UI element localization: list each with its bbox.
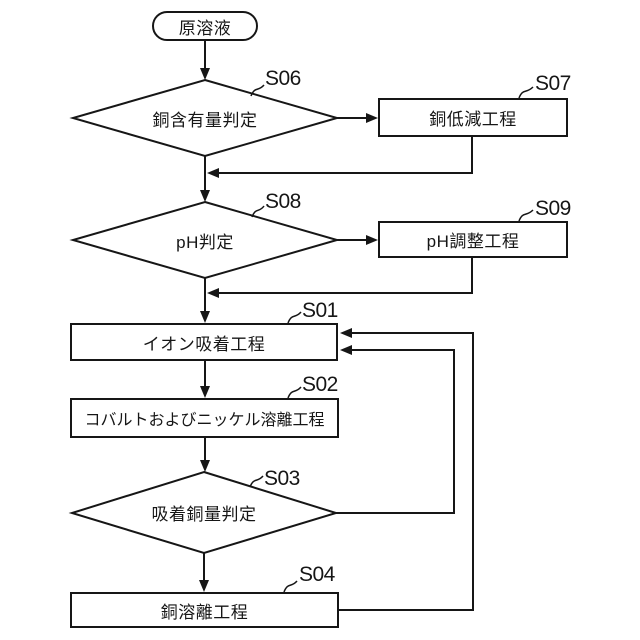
process-cobalt-nickel-elution: コバルトおよびニッケル溶離工程 bbox=[70, 398, 339, 438]
leader-s03 bbox=[249, 475, 264, 488]
arrowhead-s06-to-s08 bbox=[200, 190, 210, 202]
decision-ph-shape bbox=[69, 200, 341, 280]
process-copper-reduction: 銅低減工程 bbox=[378, 98, 568, 137]
arrowhead-s09-return bbox=[207, 288, 219, 298]
arrowhead-start-to-s06 bbox=[200, 68, 210, 80]
arrowhead-s08-to-s01 bbox=[200, 311, 210, 323]
leader-s02 bbox=[287, 386, 302, 399]
arrowhead-s08-to-s09 bbox=[366, 235, 378, 245]
step-tag-s01: S01 bbox=[302, 299, 338, 322]
decision-adsorbed-copper-shape bbox=[68, 470, 340, 555]
step-tag-s06: S06 bbox=[265, 67, 301, 90]
leader-s08 bbox=[251, 205, 265, 218]
arrowhead-s02-to-s03 bbox=[200, 460, 210, 472]
leader-s04 bbox=[283, 580, 298, 593]
leader-s06 bbox=[250, 84, 265, 97]
arrowhead-s01-to-s02 bbox=[200, 386, 210, 398]
arrowhead-s04-loop bbox=[340, 328, 352, 338]
step-tag-s03: S03 bbox=[264, 467, 300, 490]
process-ph-adjustment: pH調整工程 bbox=[378, 221, 568, 258]
arrowhead-s06-to-s07 bbox=[366, 113, 378, 123]
process-ph-adjustment-label: pH調整工程 bbox=[426, 232, 520, 251]
process-cobalt-nickel-elution-label: コバルトおよびニッケル溶離工程 bbox=[84, 412, 325, 429]
process-ion-adsorption-label: イオン吸着工程 bbox=[142, 334, 266, 354]
leader-s07 bbox=[518, 86, 534, 99]
arrowhead-s03-loop bbox=[340, 345, 352, 355]
step-tag-s04: S04 bbox=[299, 563, 335, 586]
step-tag-s09: S09 bbox=[535, 197, 571, 220]
process-copper-reduction-label: 銅低減工程 bbox=[429, 110, 517, 129]
step-tag-s08: S08 bbox=[265, 190, 301, 213]
arrowhead-s03-to-s04 bbox=[199, 580, 209, 592]
start-terminator: 原溶液 bbox=[152, 11, 258, 41]
leader-s01 bbox=[287, 311, 302, 324]
decision-copper-content-shape bbox=[69, 78, 341, 158]
step-tag-s02: S02 bbox=[302, 373, 338, 396]
process-copper-elution-label: 銅溶離工程 bbox=[160, 602, 249, 622]
leader-s09 bbox=[518, 209, 534, 222]
connector-s03-loop-to-s01 bbox=[336, 349, 455, 514]
process-copper-elution: 銅溶離工程 bbox=[70, 592, 339, 628]
connector-s09-return bbox=[219, 258, 473, 294]
arrowhead-s07-return bbox=[207, 168, 219, 178]
process-ion-adsorption: イオン吸着工程 bbox=[70, 323, 338, 361]
step-tag-s07: S07 bbox=[535, 72, 571, 95]
connector-s04-loop-to-s01 bbox=[339, 332, 474, 611]
connector-s07-return bbox=[219, 137, 473, 174]
start-terminator-label: 原溶液 bbox=[178, 18, 232, 38]
